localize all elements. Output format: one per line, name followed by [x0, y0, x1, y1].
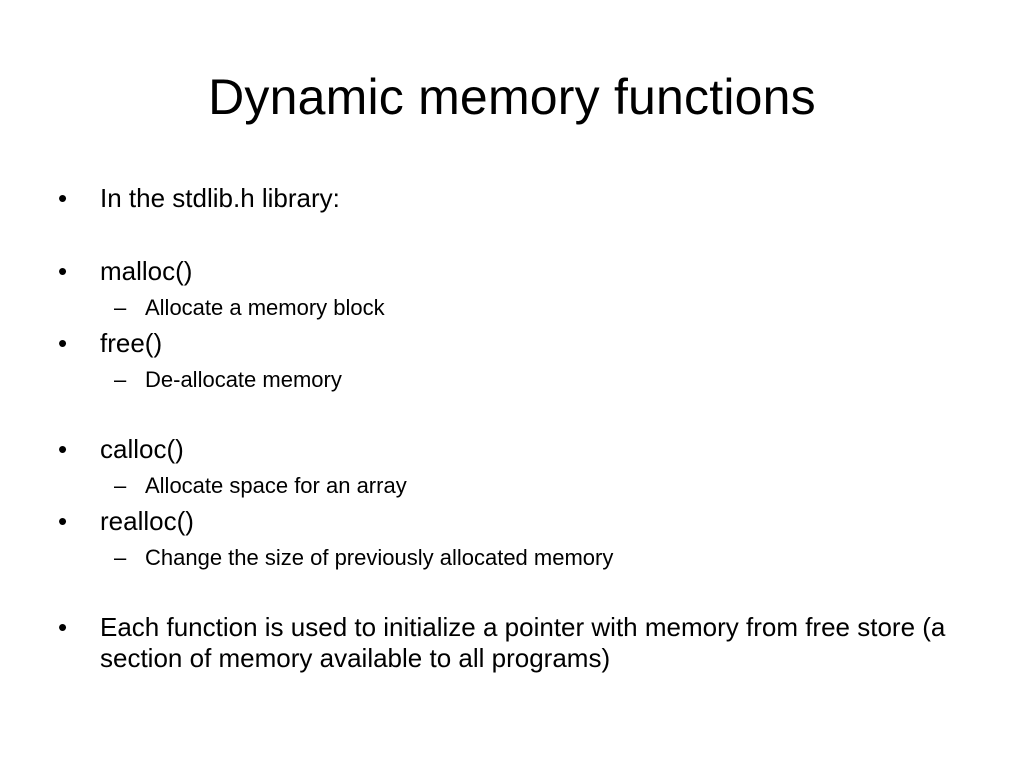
bullet-icon: • [58, 612, 68, 642]
bullet-text: calloc() [100, 434, 184, 464]
dash-icon: – [114, 367, 127, 392]
bullet-text: In the stdlib.h library: [100, 183, 340, 213]
slide-title: Dynamic memory functions [208, 69, 816, 125]
sub-bullet-text: Change the size of previously allocated … [145, 545, 614, 570]
dash-icon: – [114, 295, 127, 320]
bullet-text: realloc() [100, 506, 194, 536]
bullet-icon: • [58, 256, 68, 286]
dash-icon: – [114, 473, 127, 498]
bullet-icon: • [58, 183, 68, 213]
sub-bullet-text: Allocate space for an array [145, 473, 407, 498]
bullet-text: free() [100, 328, 163, 358]
dash-icon: – [114, 545, 127, 570]
bullet-text: malloc() [100, 256, 193, 286]
sub-bullet-text: De-allocate memory [145, 367, 342, 392]
bullet-icon: • [58, 506, 68, 536]
sub-bullet-text: Allocate a memory block [145, 295, 385, 320]
bullet-icon: • [58, 434, 68, 464]
bullet-icon: • [58, 328, 68, 358]
bullet-text: Each function is used to initialize a po… [100, 612, 946, 673]
